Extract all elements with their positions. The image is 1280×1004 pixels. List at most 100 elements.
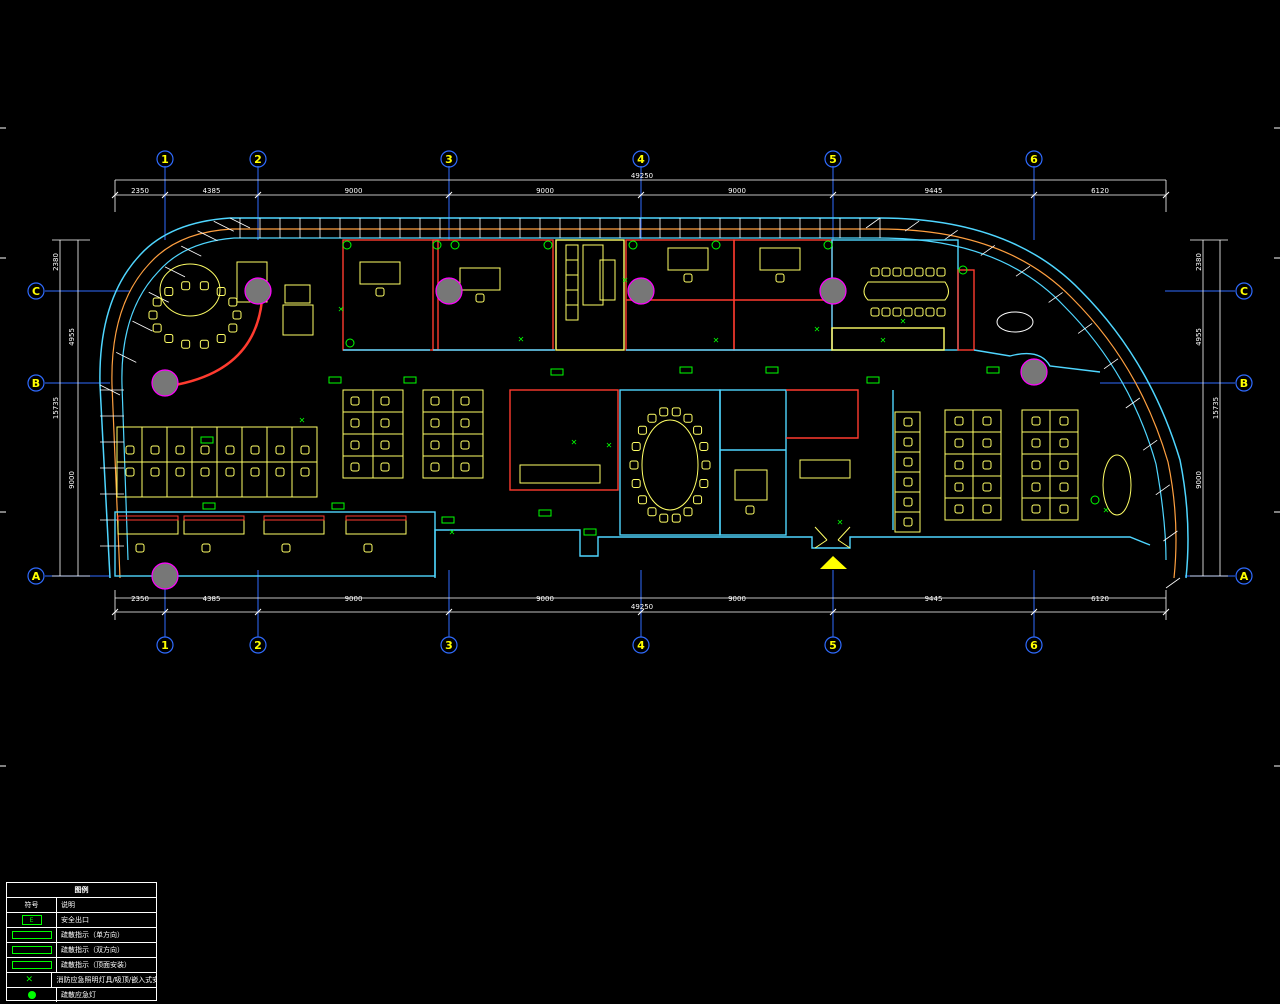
grid-label: 1 — [161, 639, 169, 652]
emergency-light-sign: ✕ — [713, 336, 720, 345]
emergency-light-sign: ✕ — [571, 438, 578, 447]
desk — [565, 244, 579, 261]
chair — [380, 396, 390, 406]
emergency-light-sign: ✕ — [880, 336, 887, 345]
desk — [452, 389, 484, 413]
emergency-light-sign: ✕ — [338, 305, 345, 314]
chair — [181, 281, 191, 291]
legend-row: 疏散指示（双方向） — [7, 943, 156, 958]
desk — [972, 431, 1002, 455]
desk — [372, 389, 404, 413]
desk — [241, 461, 268, 498]
grid-label: 6 — [1030, 639, 1038, 652]
dim-tick — [1030, 608, 1038, 616]
dim-tick — [445, 191, 453, 199]
top-dim-value: 4385 — [203, 187, 221, 195]
chair — [1059, 504, 1069, 514]
grid-bubble — [27, 282, 45, 300]
desk — [452, 455, 484, 479]
legend-row-desc: 消防应急照明灯具/吸顶/嵌入式安装 — [56, 976, 156, 984]
bottom-dim-value: 6120 — [1091, 595, 1109, 603]
chair — [232, 310, 242, 320]
emergency-light-sign: ✕ — [900, 317, 907, 326]
mullion — [1048, 292, 1063, 303]
desk — [1021, 475, 1051, 499]
chair — [475, 293, 485, 303]
chair — [903, 417, 913, 427]
desk — [282, 304, 314, 336]
mullion — [1103, 358, 1119, 370]
legend-row: 疏散指示（单方向） — [7, 928, 156, 943]
chair — [954, 482, 964, 492]
dim-tick — [161, 191, 169, 199]
desk — [894, 511, 921, 533]
desk — [183, 519, 245, 535]
chair — [631, 478, 641, 488]
ceiling-arrow-icon — [11, 961, 52, 969]
chair — [671, 513, 681, 523]
chair — [936, 267, 946, 277]
desk — [565, 304, 579, 321]
left-total: 15735 — [52, 397, 60, 419]
right-total: 15735 — [1212, 397, 1220, 419]
mullion — [1077, 323, 1093, 334]
chair — [281, 543, 291, 553]
mullion — [1015, 265, 1031, 277]
chair — [350, 418, 360, 428]
structural-column — [435, 277, 463, 305]
grid-label: 1 — [161, 153, 169, 166]
desk — [345, 519, 407, 535]
left-dim-2: 4955 — [68, 328, 76, 346]
round-table — [1102, 454, 1132, 516]
dim-tick — [1162, 608, 1170, 616]
chair — [982, 504, 992, 514]
chair — [693, 495, 703, 505]
chair — [647, 413, 657, 423]
legend-row-desc: 疏散应急灯 — [61, 991, 96, 999]
plant-icon — [432, 240, 442, 250]
single-arrow-icon — [11, 931, 52, 939]
boardroom-table — [863, 281, 949, 301]
grid-label: B — [1240, 377, 1248, 390]
evac-arrow-sign — [550, 368, 564, 376]
chair — [460, 462, 470, 472]
chair — [914, 307, 924, 317]
bottom-dim-value: 4385 — [203, 595, 221, 603]
chair — [460, 440, 470, 450]
top-dim-value: 9000 — [345, 187, 363, 195]
mullion — [1163, 530, 1178, 542]
grid-bubble — [440, 636, 458, 654]
evac-arrow-sign — [441, 516, 455, 524]
chair — [870, 307, 880, 317]
desk — [452, 411, 484, 435]
chair — [631, 442, 641, 452]
chair — [375, 287, 385, 297]
structural-column — [1020, 358, 1048, 386]
desk — [459, 267, 501, 291]
grid-label: A — [32, 570, 41, 583]
chair — [745, 505, 755, 515]
desk — [372, 455, 404, 479]
chair — [699, 478, 709, 488]
chair — [460, 418, 470, 428]
dim-tick — [637, 608, 645, 616]
desk — [359, 261, 401, 285]
evacuation-signs: ✕✕✕✕✕✕✕✕✕✕✕✕✕ — [200, 240, 1109, 537]
desk — [894, 451, 921, 473]
evac-arrow-sign — [986, 366, 1000, 374]
chair — [275, 467, 285, 477]
desk — [191, 426, 218, 463]
desk — [972, 453, 1002, 477]
chair — [228, 323, 238, 333]
chair — [954, 438, 964, 448]
chair — [152, 297, 162, 307]
chair — [982, 416, 992, 426]
grid-label: B — [32, 377, 40, 390]
chair — [637, 425, 647, 435]
structural-column — [244, 277, 272, 305]
grid-bubble — [1025, 636, 1043, 654]
grid-bubble — [1235, 374, 1253, 392]
desk — [266, 461, 293, 498]
desk — [1049, 497, 1079, 521]
